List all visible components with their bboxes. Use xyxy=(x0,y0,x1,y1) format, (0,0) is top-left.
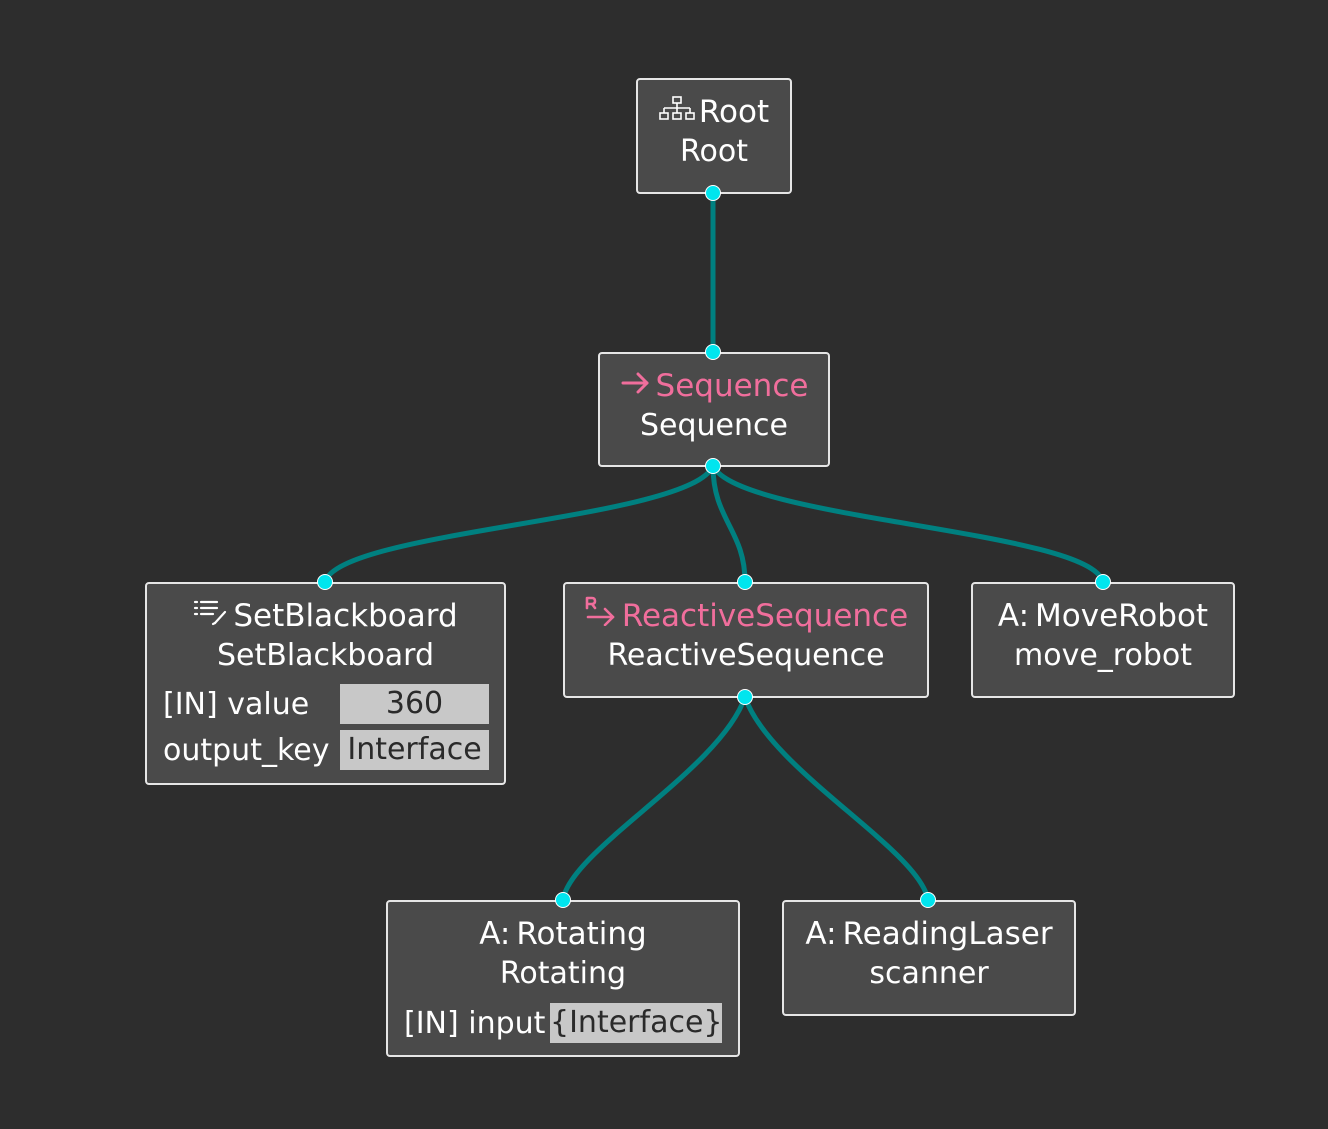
edge-sequence-reactive xyxy=(710,465,748,583)
node-moverobot-name: move_robot xyxy=(1014,638,1192,673)
port-value-output-key[interactable]: Interface xyxy=(340,730,489,770)
node-reactive-sequence[interactable]: ReactiveSequence ReactiveSequence xyxy=(563,582,929,698)
port-readinglaser-in[interactable] xyxy=(920,892,936,908)
node-rotating[interactable]: A: Rotating Rotating [IN] input {Interfa… xyxy=(386,900,740,1057)
node-readinglaser-name: scanner xyxy=(869,956,989,991)
node-moverobot-title-text: MoveRobot xyxy=(1035,598,1209,634)
edge-reactive-readinglaser xyxy=(742,696,931,901)
action-prefix: A: xyxy=(805,916,837,952)
node-sequence-title-text: Sequence xyxy=(655,368,809,404)
port-sequence-out[interactable] xyxy=(705,458,721,474)
port-moverobot-in[interactable] xyxy=(1095,574,1111,590)
node-sequence-title: Sequence xyxy=(600,366,828,406)
edge-sequence-setblackboard xyxy=(322,464,716,584)
port-label-output-key: output_key xyxy=(163,732,330,768)
action-prefix: A: xyxy=(997,598,1030,634)
port-reactive-in[interactable] xyxy=(737,574,753,590)
tree-hierarchy-icon xyxy=(659,92,695,132)
node-sequence-name: Sequence xyxy=(640,408,788,443)
node-readinglaser-title: A: ReadingLaser xyxy=(784,914,1074,954)
node-setblackboard-title: SetBlackboard xyxy=(147,596,504,636)
port-row-output-key: output_key Interface xyxy=(147,729,504,771)
port-row-value: [IN] value 360 xyxy=(147,683,504,725)
node-readinglaser-title-text: ReadingLaser xyxy=(842,916,1053,952)
port-label-value: [IN] value xyxy=(163,686,310,722)
reactive-arrow-icon xyxy=(584,596,618,636)
port-setblackboard-in[interactable] xyxy=(317,574,333,590)
action-prefix: A: xyxy=(479,916,511,952)
node-setblackboard-title-text: SetBlackboard xyxy=(233,598,458,634)
port-value-input[interactable]: {Interface} xyxy=(550,1003,722,1043)
node-reactive-title: ReactiveSequence xyxy=(565,596,927,636)
node-sequence[interactable]: Sequence Sequence xyxy=(598,352,830,467)
port-reactive-out[interactable] xyxy=(737,689,753,705)
port-root-out[interactable] xyxy=(705,185,721,201)
node-rotating-title-text: Rotating xyxy=(516,916,647,952)
port-label-input: [IN] input xyxy=(404,1005,546,1041)
node-reactive-name: ReactiveSequence xyxy=(607,638,885,673)
arrow-right-icon xyxy=(620,366,652,406)
node-moverobot-title: A: MoveRobot xyxy=(973,596,1233,636)
port-sequence-in[interactable] xyxy=(705,344,721,360)
node-root-name: Root xyxy=(680,134,748,169)
node-rotating-title: A: Rotating xyxy=(388,914,738,954)
node-reactive-title-text: ReactiveSequence xyxy=(621,598,909,634)
edge-sequence-moverobot xyxy=(710,464,1106,584)
port-row-input: [IN] input {Interface} xyxy=(388,1002,738,1044)
node-rotating-name: Rotating xyxy=(499,956,627,991)
node-moverobot[interactable]: A: MoveRobot move_robot xyxy=(971,582,1235,698)
node-setblackboard-name: SetBlackboard xyxy=(216,638,435,673)
list-edit-icon xyxy=(193,596,229,636)
node-setblackboard[interactable]: SetBlackboard SetBlackboard [IN] value 3… xyxy=(145,582,506,785)
node-readinglaser[interactable]: A: ReadingLaser scanner xyxy=(782,900,1076,1016)
node-root[interactable]: Root Root xyxy=(636,78,792,194)
node-root-title-text: Root xyxy=(698,94,770,130)
port-value-value[interactable]: 360 xyxy=(340,684,489,724)
node-root-title: Root xyxy=(638,92,790,132)
port-rotating-in[interactable] xyxy=(555,892,571,908)
edge-reactive-rotating xyxy=(560,696,748,901)
